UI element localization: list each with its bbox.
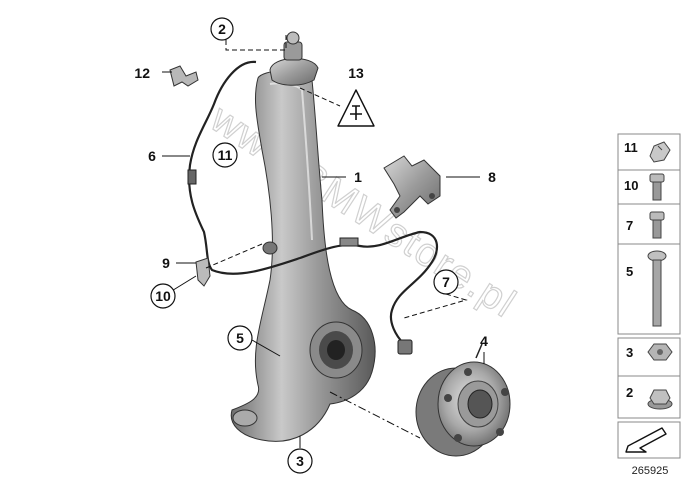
svg-text:11: 11 xyxy=(218,147,233,163)
svg-text:7: 7 xyxy=(442,274,450,290)
callout-12: 12 xyxy=(134,65,150,81)
callout-4: 4 xyxy=(480,333,488,349)
speed-sensor-cable xyxy=(187,60,439,355)
flange-nut-part-icon xyxy=(647,389,673,410)
svg-text:3: 3 xyxy=(296,453,304,469)
bracket xyxy=(383,155,441,219)
callout-5: 5 xyxy=(227,325,253,351)
svg-text:1: 1 xyxy=(354,169,362,185)
legend-item: 10 xyxy=(624,178,638,193)
watermark: www.BMWstore.pl xyxy=(202,96,524,327)
svg-text:5: 5 xyxy=(236,330,244,346)
long-bolt-part-icon xyxy=(647,250,667,327)
svg-text:8: 8 xyxy=(488,169,496,185)
parts-legend: 11 10 7 5 3 2 xyxy=(617,133,681,477)
bolt-part-icon xyxy=(649,211,665,239)
svg-text:10: 10 xyxy=(155,288,171,304)
document-number: 265925 xyxy=(632,465,669,477)
ball-joint xyxy=(269,31,319,86)
nut-part-icon xyxy=(647,343,673,361)
svg-text:4: 4 xyxy=(480,333,488,349)
cable-holder xyxy=(169,65,199,87)
callout-7: 7 xyxy=(433,269,459,295)
svg-text:12: 12 xyxy=(134,65,150,81)
svg-text:2: 2 xyxy=(218,21,226,37)
callout-13: 13 xyxy=(348,65,364,81)
legend-item: 2 xyxy=(626,385,633,400)
warning-triangle-icon xyxy=(337,89,375,127)
callout-1: 1 xyxy=(354,169,362,185)
direction-arrow-icon xyxy=(625,427,667,453)
legend-item: 7 xyxy=(626,218,633,233)
callout-11: 11 xyxy=(212,142,238,168)
callout-10: 10 xyxy=(150,283,176,309)
wheel-hub xyxy=(415,343,511,457)
svg-text:9: 9 xyxy=(162,255,170,271)
callout-3: 3 xyxy=(287,448,313,474)
clip-part-icon xyxy=(649,141,671,163)
bolt-part-icon xyxy=(649,173,665,201)
callout-9: 9 xyxy=(162,255,170,271)
legend-item: 11 xyxy=(624,140,638,155)
callout-6: 6 xyxy=(148,148,156,164)
svg-text:6: 6 xyxy=(148,148,156,164)
legend-item: 5 xyxy=(626,264,633,279)
callout-8: 8 xyxy=(488,169,496,185)
legend-item: 3 xyxy=(626,345,633,360)
callout-2: 2 xyxy=(210,17,234,41)
leader-lines xyxy=(162,32,485,448)
clip xyxy=(195,257,211,287)
svg-text:13: 13 xyxy=(348,65,364,81)
